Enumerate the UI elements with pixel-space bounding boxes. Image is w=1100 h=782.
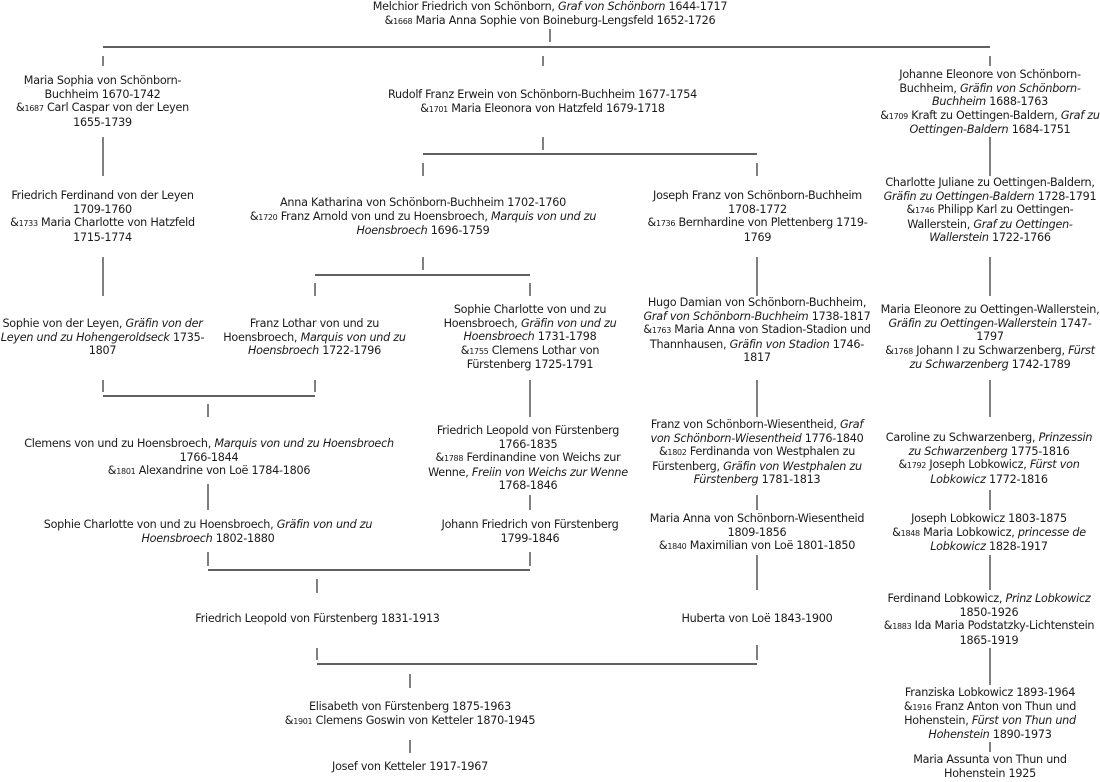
- person-franziska: Franziska Lobkowicz 1893-1964 &1916 Fran…: [903, 686, 1077, 741]
- person-sophie-charlotte-1731: Sophie Charlotte von und zu Hoensbroech,…: [443, 303, 617, 371]
- person-anna-katharina: Anna Katharina von Schönborn-Buchheim 17…: [249, 196, 597, 237]
- person-sophie-leyen: Sophie von der Leyen, Gräfin von der Ley…: [0, 317, 205, 357]
- person-maria-eleonore: Maria Eleonore zu Oettingen-Wallerstein,…: [880, 303, 1100, 371]
- person-joseph-franz: Joseph Franz von Schönborn-Buchheim 1708…: [647, 189, 868, 244]
- person-franz-wiesentheid: Franz von Schönborn-Wiesentheid, Graf vo…: [650, 418, 864, 486]
- person-maria-anna-wiesentheid: Maria Anna von Schönborn-Wiesentheid 180…: [649, 512, 865, 552]
- person-johanne-eleonore: Johanne Eleonore von Schönborn-Buchheim,…: [880, 68, 1100, 136]
- person-huberta: Huberta von Loë 1843-1900: [681, 612, 833, 625]
- person-ferdinand-lobkowicz: Ferdinand Lobkowicz, Prinz Lobkowicz 185…: [883, 592, 1095, 647]
- person-hugo-damian: Hugo Damian von Schönborn-Buchheim, Graf…: [643, 296, 871, 364]
- person-johann-friedrich: Johann Friedrich von Fürstenberg 1799-18…: [441, 518, 619, 545]
- person-sophie-charlotte-1802: Sophie Charlotte von und zu Hoensbroech,…: [43, 518, 373, 545]
- person-joseph-lobkowicz: Joseph Lobkowicz 1803-1875 &1848 Maria L…: [892, 512, 1086, 553]
- person-friedrich-leopold-1831: Friedrich Leopold von Fürstenberg 1831-1…: [195, 612, 440, 625]
- person-josef-ketteler: Josef von Ketteler 1917-1967: [332, 760, 488, 773]
- marriage-symbol: &: [384, 13, 394, 27]
- person-rudolf-franz: Rudolf Franz Erwein von Schönborn-Buchhe…: [388, 88, 697, 115]
- person-caroline: Caroline zu Schwarzenberg, Prinzessin zu…: [885, 431, 1093, 486]
- person-elisabeth: Elisabeth von Fürstenberg 1875-1963 &190…: [284, 700, 536, 727]
- person-friedrich-leopold-1766: Friedrich Leopold von Fürstenberg 1766-1…: [428, 424, 628, 492]
- person-clemens: Clemens von und zu Hoensbroech, Marquis …: [24, 437, 394, 477]
- person-root: Melchior Friedrich von Schönborn, Graf v…: [372, 0, 728, 27]
- person-charlotte-juliane: Charlotte Juliane zu Oettingen-Baldern, …: [883, 176, 1097, 244]
- person-maria-sophia: Maria Sophia von Schönborn-Buchheim 1670…: [15, 74, 190, 129]
- person-friedrich-ferdinand: Friedrich Ferdinand von der Leyen 1709-1…: [10, 189, 195, 244]
- person-franz-lothar: Franz Lothar von und zu Hoensbroech, Mar…: [223, 317, 406, 357]
- person-maria-assunta: Maria Assunta von Thun und Hohenstein 19…: [913, 753, 1067, 780]
